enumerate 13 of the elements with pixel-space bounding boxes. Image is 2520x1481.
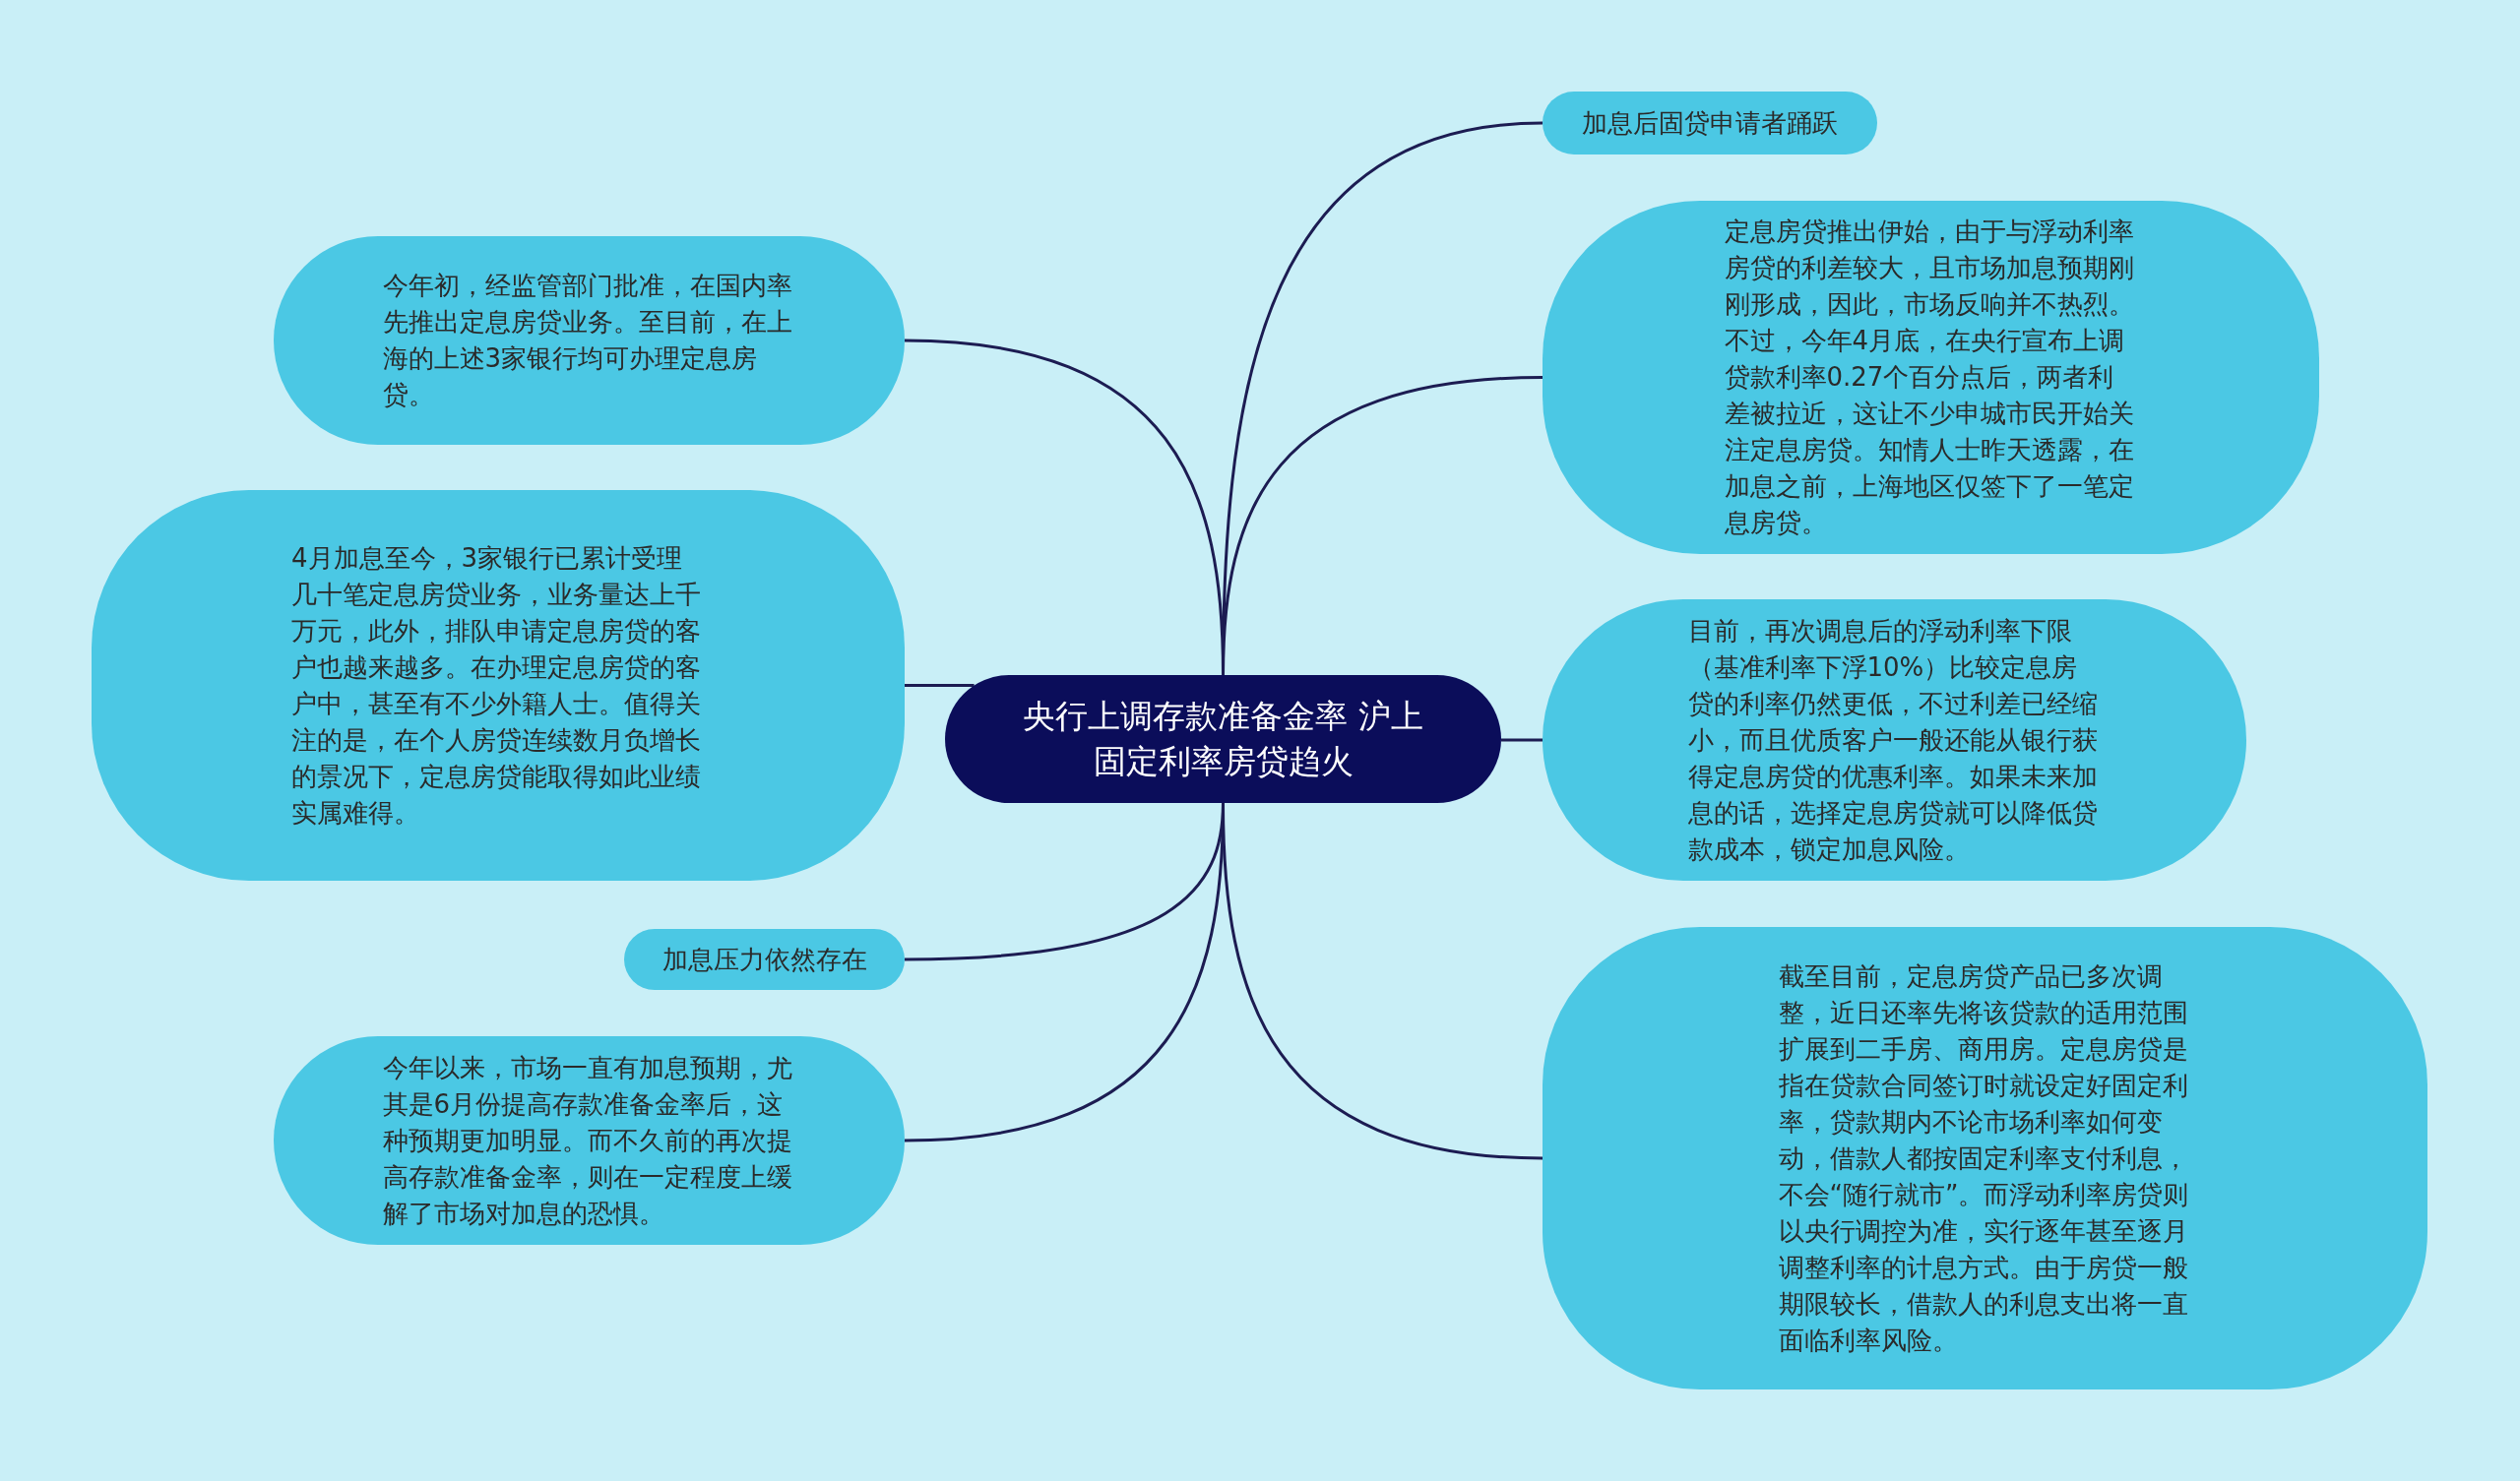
connector-line [904,802,1225,1142]
topic-bubble: 目前，再次调息后的浮动利率下限（基准利率下浮10%）比较定息房贷的利率仍然更低，不过利差已经缩小，而且优质客户一般还能从银行获得定息房贷的优惠利率。如果未来加息的话，选择定息房贷就可以降低贷款成本，锁定加息风险。 [1543,599,2246,881]
topic-bubble: 定息房贷推出伊始，由于与浮动利率房贷的利差较大，且市场加息预期刚刚形成，因此，市场反响并不热烈。不过，今年4月底，在央行宣布上调贷款利率0.27个百分点后，两者利差被拉近，这让不少申城市民开始关注定息房贷。知情人士昨天透露，在加息之前，上海地区仅签下了一笔定息房贷。 [1543,201,2319,554]
central-topic-bubble: 央行上调存款准备金率 沪上固定利率房贷趋火 [945,675,1501,803]
topic-bubble: 加息后固贷申请者踊跃 [1543,92,1877,154]
connector-line [905,684,975,687]
connector-line [904,339,1225,676]
topic-bubble: 截至目前，定息房贷产品已多次调整，近日还率先将该贷款的适用范围扩展到二手房、商用房。定息房贷是指在贷款合同签订时就设定好固定利率，贷款期内不论市场利率如何变动，借款人都按固定利率支付利息，不会“随行就市”。而浮动利率房贷则以央行调控为准，实行逐年甚至逐月调整利率的计息方式。由于房贷一般期限较长，借款人的利息支出将一直面临利率风险。 [1543,927,2427,1389]
topic-bubble: 今年以来，市场一直有加息预期，尤其是6月份提高存款准备金率后，这种预期更加明显。而不久前的再次提高存款准备金率，则在一定程度上缓解了市场对加息的恐惧。 [274,1036,905,1245]
topic-bubble: 4月加息至今，3家银行已累计受理几十笔定息房贷业务，业务量达上千万元，此外，排队申请定息房贷的客户也越来越多。在办理定息房贷的客户中，甚至有不少外籍人士。值得关注的是，在个人房贷连续数月负增长的景况下，定息房贷能取得如此业绩实属难得。 [92,490,905,881]
topic-bubble: 今年初，经监管部门批准，在国内率先推出定息房贷业务。至目前，在上海的上述3家银行均可办理定息房贷。 [274,236,905,445]
connector-line [1501,738,1543,742]
topic-bubble: 加息压力依然存在 [624,929,905,990]
